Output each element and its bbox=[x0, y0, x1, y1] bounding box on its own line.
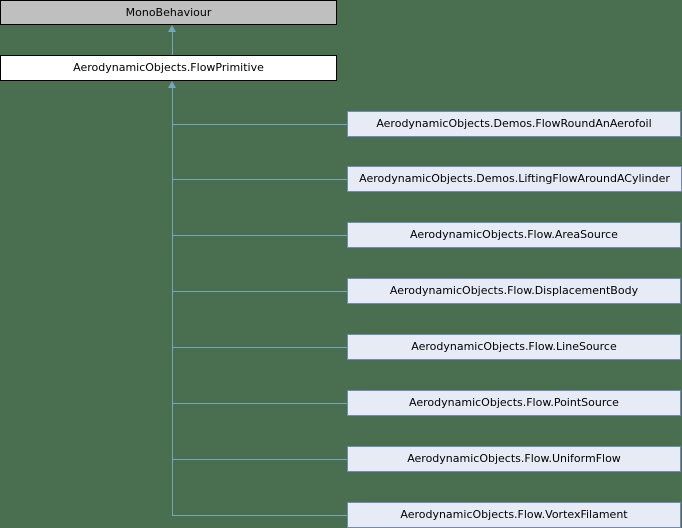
class-node-pointsource[interactable]: AerodynamicObjects.Flow.PointSource bbox=[347, 390, 681, 416]
inheritance-branch-7 bbox=[172, 459, 347, 460]
class-node-label: AerodynamicObjects.Flow.DisplacementBody bbox=[389, 284, 639, 297]
class-node-displacementbody[interactable]: AerodynamicObjects.Flow.DisplacementBody bbox=[347, 278, 681, 304]
inheritance-branch-5 bbox=[172, 347, 347, 348]
class-node-liftingflowaroundacylinder[interactable]: AerodynamicObjects.Demos.LiftingFlowArou… bbox=[347, 166, 682, 192]
class-node-label: AerodynamicObjects.Flow.PointSource bbox=[409, 396, 619, 409]
inheritance-branch-2 bbox=[172, 179, 347, 180]
class-node-label: MonoBehaviour bbox=[125, 5, 212, 19]
inheritance-arrowhead-root bbox=[168, 25, 176, 32]
class-node-label: AerodynamicObjects.Flow.AreaSource bbox=[410, 228, 618, 241]
class-node-label: AerodynamicObjects.Flow.VortexFilament bbox=[400, 508, 628, 521]
class-node-flowprimitive[interactable]: AerodynamicObjects.FlowPrimitive bbox=[0, 55, 337, 81]
class-node-label: AerodynamicObjects.Flow.UniformFlow bbox=[407, 452, 621, 465]
class-node-linesource[interactable]: AerodynamicObjects.Flow.LineSource bbox=[347, 334, 681, 360]
class-node-uniformflow[interactable]: AerodynamicObjects.Flow.UniformFlow bbox=[347, 446, 681, 472]
class-node-flowroundanaerofoil[interactable]: AerodynamicObjects.Demos.FlowRoundAnAero… bbox=[347, 111, 681, 137]
class-node-label: AerodynamicObjects.Demos.LiftingFlowArou… bbox=[359, 172, 670, 185]
class-node-areasource[interactable]: AerodynamicObjects.Flow.AreaSource bbox=[347, 222, 681, 248]
inheritance-trunk bbox=[172, 88, 173, 515]
inheritance-edge-root bbox=[172, 32, 173, 55]
class-node-label: AerodynamicObjects.FlowPrimitive bbox=[73, 61, 264, 74]
inheritance-branch-8 bbox=[172, 515, 347, 516]
inheritance-branch-1 bbox=[172, 124, 347, 125]
inheritance-arrowhead-subclasses bbox=[168, 81, 176, 88]
inheritance-branch-6 bbox=[172, 403, 347, 404]
inheritance-branch-3 bbox=[172, 235, 347, 236]
class-node-monobehaviour[interactable]: MonoBehaviour bbox=[0, 0, 337, 25]
class-node-label: AerodynamicObjects.Demos.FlowRoundAnAero… bbox=[376, 117, 652, 130]
class-node-vortexfilament[interactable]: AerodynamicObjects.Flow.VortexFilament bbox=[347, 502, 681, 528]
class-node-label: AerodynamicObjects.Flow.LineSource bbox=[411, 340, 617, 353]
inheritance-branch-4 bbox=[172, 291, 347, 292]
